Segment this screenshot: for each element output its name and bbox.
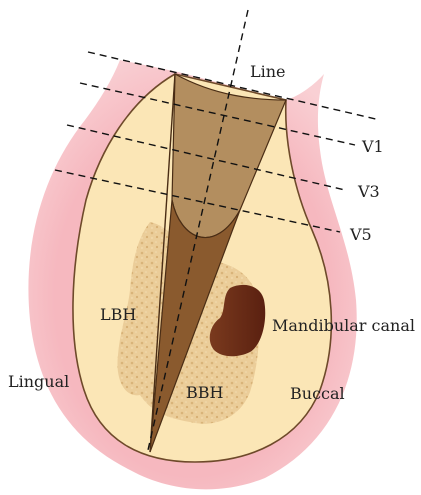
- label-bbh: BBH: [186, 383, 224, 402]
- label-mandibular-canal: Mandibular canal: [272, 316, 415, 335]
- label-v1: V1: [361, 137, 384, 156]
- label-v5: V5: [349, 225, 372, 244]
- label-v3: V3: [357, 182, 380, 201]
- label-lingual: Lingual: [8, 372, 69, 391]
- label-lbh: LBH: [100, 305, 136, 324]
- label-buccal: Buccal: [290, 384, 345, 403]
- label-line: Line: [250, 62, 286, 81]
